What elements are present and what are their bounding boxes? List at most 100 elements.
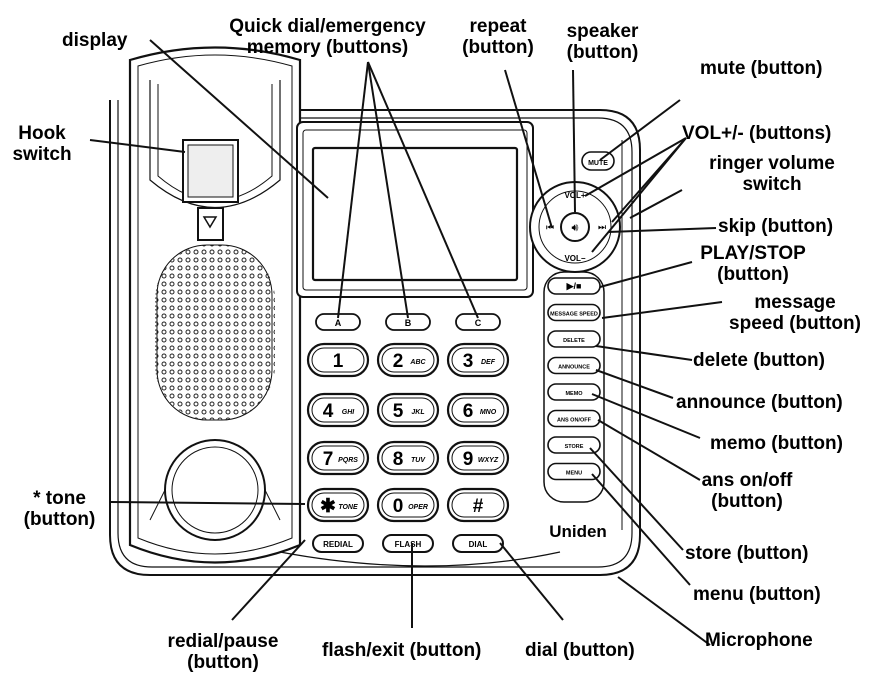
ans-key-label: DELETE <box>563 338 585 344</box>
speaker-icon: 🔊︎ <box>572 222 579 234</box>
callout-lines <box>89 39 723 646</box>
label-microphone: Microphone <box>705 630 813 651</box>
ans-key-label: ▶/■ <box>566 281 582 291</box>
ans-ans-on-off-button[interactable]: ANS ON/OFF <box>547 409 601 428</box>
key-digit: 8 <box>393 449 404 470</box>
phone-base <box>109 100 641 576</box>
key-2-button[interactable]: 2 ABC <box>376 342 440 378</box>
label-dial: dial (button) <box>525 640 635 661</box>
key-6-button[interactable]: 6 MNO <box>446 392 510 428</box>
ans-announce-button[interactable]: ANNOUNCE <box>547 356 601 375</box>
label-speaker: speaker (button) <box>566 21 639 63</box>
ans-key-label: STORE <box>565 444 584 450</box>
label-memo: memo (button) <box>710 433 843 454</box>
key-letters: TONE <box>338 504 358 511</box>
label-quick-dial: Quick dial/emergency memory (buttons) <box>229 16 426 58</box>
answering-keys: ▶/■ MESSAGE SPEED DELETE ANNOUNCE MEMO ANS ON… <box>547 277 601 481</box>
key-0-button[interactable]: 0 OPER <box>376 487 440 523</box>
label-skip: skip (button) <box>718 216 834 237</box>
label-flash: flash/exit (button) <box>322 640 482 661</box>
key-letters: TUV <box>411 457 426 464</box>
key-1-button[interactable]: 1 <box>306 342 370 378</box>
vol-minus-button[interactable]: VOL− <box>564 254 585 263</box>
label-store: store (button) <box>685 543 809 564</box>
key-digit: 7 <box>323 449 334 470</box>
ans-key-label: ANNOUNCE <box>558 365 590 371</box>
key-digit: 4 <box>323 401 334 422</box>
key-3-button[interactable]: 3 DEF <box>446 342 510 378</box>
ans-store-button[interactable]: STORE <box>547 436 601 454</box>
label-ringer-volume: ringer volume switch <box>709 153 835 195</box>
mute-key-label: MUTE <box>588 160 608 167</box>
bottom-key-label: DIAL <box>469 540 488 549</box>
key-digit: 9 <box>463 449 474 470</box>
hook-arrow-icon <box>202 216 218 229</box>
key-digit: # <box>473 496 484 517</box>
earpiece-grille <box>155 245 275 420</box>
quick-dial-keys: A B C <box>315 313 501 331</box>
label-tone: * tone (button) <box>23 488 96 530</box>
key-digit: 0 <box>393 496 404 517</box>
label-hook-switch: Hook switch <box>12 123 72 165</box>
ans-key-button[interactable]: ▶/■ <box>547 277 601 295</box>
key-letters: GHI <box>342 409 356 416</box>
repeat-button[interactable]: ⏮ <box>546 222 554 232</box>
key-digit: 6 <box>463 401 474 422</box>
key-letters: MNO <box>480 409 497 416</box>
key-letters: JKL <box>411 409 424 416</box>
quick-dial-label: C <box>475 318 482 328</box>
quick-dial-label: B <box>405 318 412 328</box>
key-hash-button[interactable]: # <box>446 487 510 523</box>
key-5-button[interactable]: 5 JKL <box>376 392 440 428</box>
ans-delete-button[interactable]: DELETE <box>547 330 601 348</box>
key-8-button[interactable]: 8 TUV <box>376 440 440 476</box>
display <box>296 121 534 298</box>
flash-button[interactable]: FLASH <box>382 534 434 553</box>
ans-key-label: MEMO <box>565 391 583 397</box>
skip-button[interactable]: ⏭ <box>598 222 606 232</box>
key-star-button[interactable]: ✱TONE <box>306 487 370 523</box>
label-redial: redial/pause (button) <box>167 631 279 673</box>
key-letters: OPER <box>408 504 428 511</box>
answering-panel <box>543 271 605 503</box>
ans-message-speed-button[interactable]: MESSAGE SPEED <box>547 303 601 322</box>
speaker-button[interactable] <box>560 212 590 242</box>
quick-dial-c-button[interactable]: C <box>455 313 501 331</box>
bottom-key-label: FLASH <box>395 540 422 549</box>
key-7-button[interactable]: 7 PQRS <box>306 440 370 476</box>
key-digit: 3 <box>463 351 474 372</box>
nav-cluster: MUTE VOL+ VOL− ⏮ ⏭ 🔊︎ <box>529 151 621 273</box>
key-letters: PQRS <box>338 457 358 464</box>
dial-button[interactable]: DIAL <box>452 534 504 553</box>
label-menu: menu (button) <box>693 584 821 605</box>
brand-logo: Uniden <box>549 522 607 541</box>
bottom-keys: REDIAL FLASH DIAL <box>312 534 504 553</box>
key-4-button[interactable]: 4 GHI <box>306 392 370 428</box>
ans-key-label: MENU <box>566 471 582 477</box>
label-repeat: repeat (button) <box>462 16 534 58</box>
key-letters: DEF <box>481 359 496 366</box>
bottom-key-label: REDIAL <box>323 540 353 549</box>
label-vol: VOL+/- (buttons) <box>682 123 832 144</box>
ans-key-label: ANS ON/OFF <box>557 418 592 424</box>
quick-dial-label: A <box>335 318 342 328</box>
key-digit: 2 <box>393 351 404 372</box>
key-9-button[interactable]: 9 WXYZ <box>446 440 510 476</box>
ans-menu-button[interactable]: MENU <box>547 462 601 481</box>
key-digit: 5 <box>393 401 404 422</box>
label-display: display <box>62 30 128 51</box>
label-ans-onoff: ans on/off (button) <box>701 470 793 512</box>
key-digit: ✱ <box>320 496 336 517</box>
key-letters: ABC <box>409 359 426 366</box>
handset[interactable] <box>128 46 302 564</box>
hook-switch[interactable] <box>182 139 239 241</box>
redial-button[interactable]: REDIAL <box>312 534 364 553</box>
ans-key-label: MESSAGE SPEED <box>550 312 598 318</box>
label-mute: mute (button) <box>700 58 823 79</box>
key-letters: WXYZ <box>478 457 499 464</box>
ans-memo-button[interactable]: MEMO <box>547 383 601 401</box>
key-digit: 1 <box>333 351 344 372</box>
label-message-speed: message speed (button) <box>729 292 861 334</box>
